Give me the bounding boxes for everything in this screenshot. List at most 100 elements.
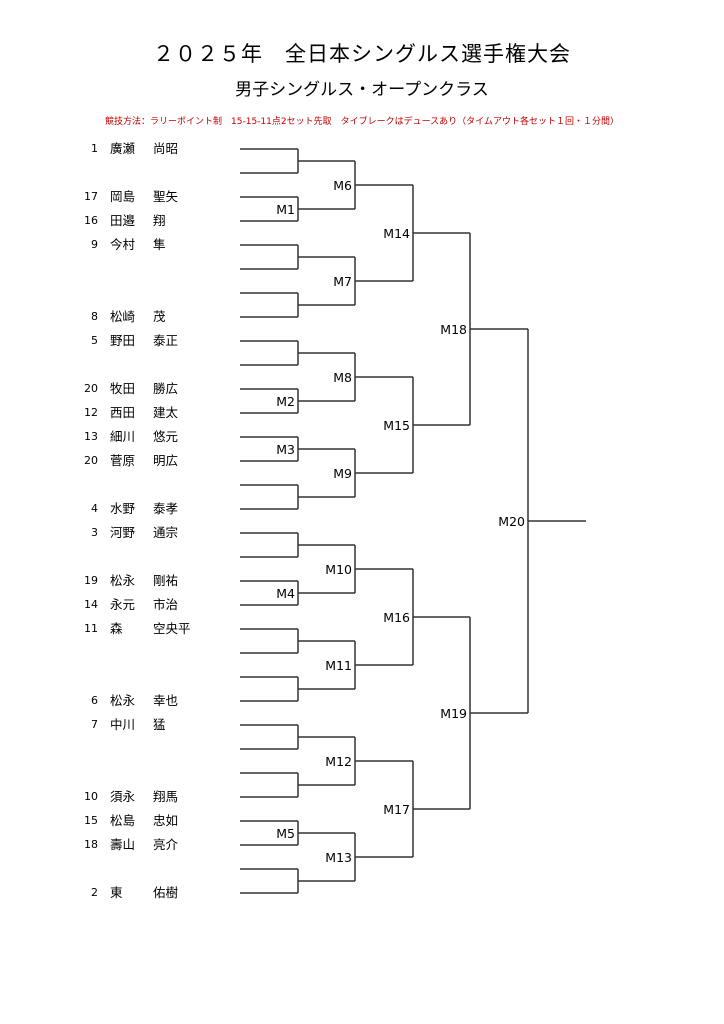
player-seed: 6 (91, 694, 98, 707)
player-given-name: 勝広 (153, 381, 179, 396)
player-seed: 16 (84, 214, 98, 227)
match-label: M5 (276, 826, 295, 841)
player-seed: 9 (91, 238, 98, 251)
player-entry: 6 松永 幸也 (0, 693, 200, 709)
player-family-name: 東 (110, 885, 123, 900)
player-seed: 18 (84, 838, 98, 851)
player-seed: 19 (84, 574, 98, 587)
player-family-name: 森 (110, 621, 123, 636)
player-seed: 20 (84, 454, 98, 467)
player-given-name: 翔馬 (153, 789, 179, 804)
player-entry: 13 細川 悠元 (0, 429, 200, 445)
match-label: M6 (333, 178, 352, 193)
match-label: M1 (276, 202, 295, 217)
player-family-name: 壽山 (110, 837, 136, 852)
player-entry: 11 森 空央平 (0, 621, 200, 637)
player-given-name: 忠如 (153, 813, 179, 828)
player-given-name: 明広 (153, 453, 179, 468)
player-given-name: 市治 (153, 597, 179, 612)
player-seed: 10 (84, 790, 98, 803)
player-seed: 3 (91, 526, 98, 539)
player-family-name: 野田 (110, 333, 136, 348)
match-label: M3 (276, 442, 295, 457)
player-family-name: 須永 (110, 789, 136, 804)
player-given-name: 尚昭 (153, 141, 179, 156)
player-given-name: 泰正 (153, 333, 179, 348)
player-given-name: 猛 (153, 717, 166, 732)
player-seed: 4 (91, 502, 98, 515)
player-entry: 7 中川 猛 (0, 717, 200, 733)
player-family-name: 田邉 (110, 213, 136, 228)
player-family-name: 松崎 (110, 309, 136, 324)
match-label: M16 (383, 610, 410, 625)
player-family-name: 今村 (110, 237, 136, 252)
player-given-name: 幸也 (153, 693, 179, 708)
player-family-name: 松永 (110, 693, 136, 708)
player-seed: 11 (84, 622, 98, 635)
player-seed: 13 (84, 430, 98, 443)
player-entry: 20 牧田 勝広 (0, 381, 200, 397)
player-given-name: 泰孝 (153, 501, 179, 516)
player-entry: 14 永元 市治 (0, 597, 200, 613)
match-label: M12 (325, 754, 352, 769)
player-given-name: 佑樹 (153, 885, 179, 900)
player-family-name: 中川 (110, 717, 136, 732)
competition-rules: 競技方法：ラリーポイント制 15-15-11点2セット先取 タイブレークはデュー… (105, 117, 619, 127)
player-family-name: 永元 (110, 597, 136, 612)
player-given-name: 通宗 (153, 525, 179, 540)
player-family-name: 水野 (110, 501, 136, 516)
player-seed: 5 (91, 334, 98, 347)
player-seed: 14 (84, 598, 98, 611)
match-label: M8 (333, 370, 352, 385)
event-subtitle: 男子シングルス・オープンクラス (235, 80, 489, 100)
player-family-name: 菅原 (110, 453, 136, 468)
player-entry: 4 水野 泰孝 (0, 501, 200, 517)
player-entry: 8 松崎 茂 (0, 309, 200, 325)
player-seed: 8 (91, 310, 98, 323)
player-entry: 1 廣瀬 尚昭 (0, 141, 200, 157)
player-family-name: 岡島 (110, 189, 136, 204)
player-given-name: 剛祐 (153, 573, 179, 588)
player-family-name: 牧田 (110, 381, 136, 396)
match-label: M18 (440, 322, 467, 337)
match-label: M15 (383, 418, 410, 433)
player-family-name: 松島 (110, 813, 136, 828)
player-given-name: 聖矢 (153, 189, 179, 204)
match-label: M10 (325, 562, 352, 577)
player-given-name: 空央平 (153, 621, 191, 636)
match-label: M19 (440, 706, 467, 721)
match-label: M17 (383, 802, 410, 817)
player-family-name: 細川 (110, 429, 136, 444)
player-given-name: 悠元 (153, 429, 179, 444)
match-label: M14 (383, 226, 410, 241)
player-entry: 3 河野 通宗 (0, 525, 200, 541)
player-given-name: 翔 (153, 213, 166, 228)
player-family-name: 松永 (110, 573, 136, 588)
player-seed: 12 (84, 406, 98, 419)
player-given-name: 亮介 (153, 837, 179, 852)
player-entry: 9 今村 隼 (0, 237, 200, 253)
player-entry: 19 松永 剛祐 (0, 573, 200, 589)
match-label: M7 (333, 274, 352, 289)
player-family-name: 河野 (110, 525, 136, 540)
player-seed: 7 (91, 718, 98, 731)
match-label: M2 (276, 394, 295, 409)
player-entry: 10 須永 翔馬 (0, 789, 200, 805)
player-entry: 16 田邉 翔 (0, 213, 200, 229)
player-family-name: 廣瀬 (110, 141, 136, 156)
player-given-name: 建太 (153, 405, 179, 420)
player-entry: 5 野田 泰正 (0, 333, 200, 349)
player-seed: 20 (84, 382, 98, 395)
tournament-title: ２０２５年 全日本シングルス選手権大会 (153, 42, 571, 66)
player-seed: 1 (91, 142, 98, 155)
player-given-name: 隼 (153, 237, 166, 252)
player-given-name: 茂 (153, 309, 166, 324)
match-label: M13 (325, 850, 352, 865)
player-entry: 20 菅原 明広 (0, 453, 200, 469)
match-label: M11 (325, 658, 352, 673)
